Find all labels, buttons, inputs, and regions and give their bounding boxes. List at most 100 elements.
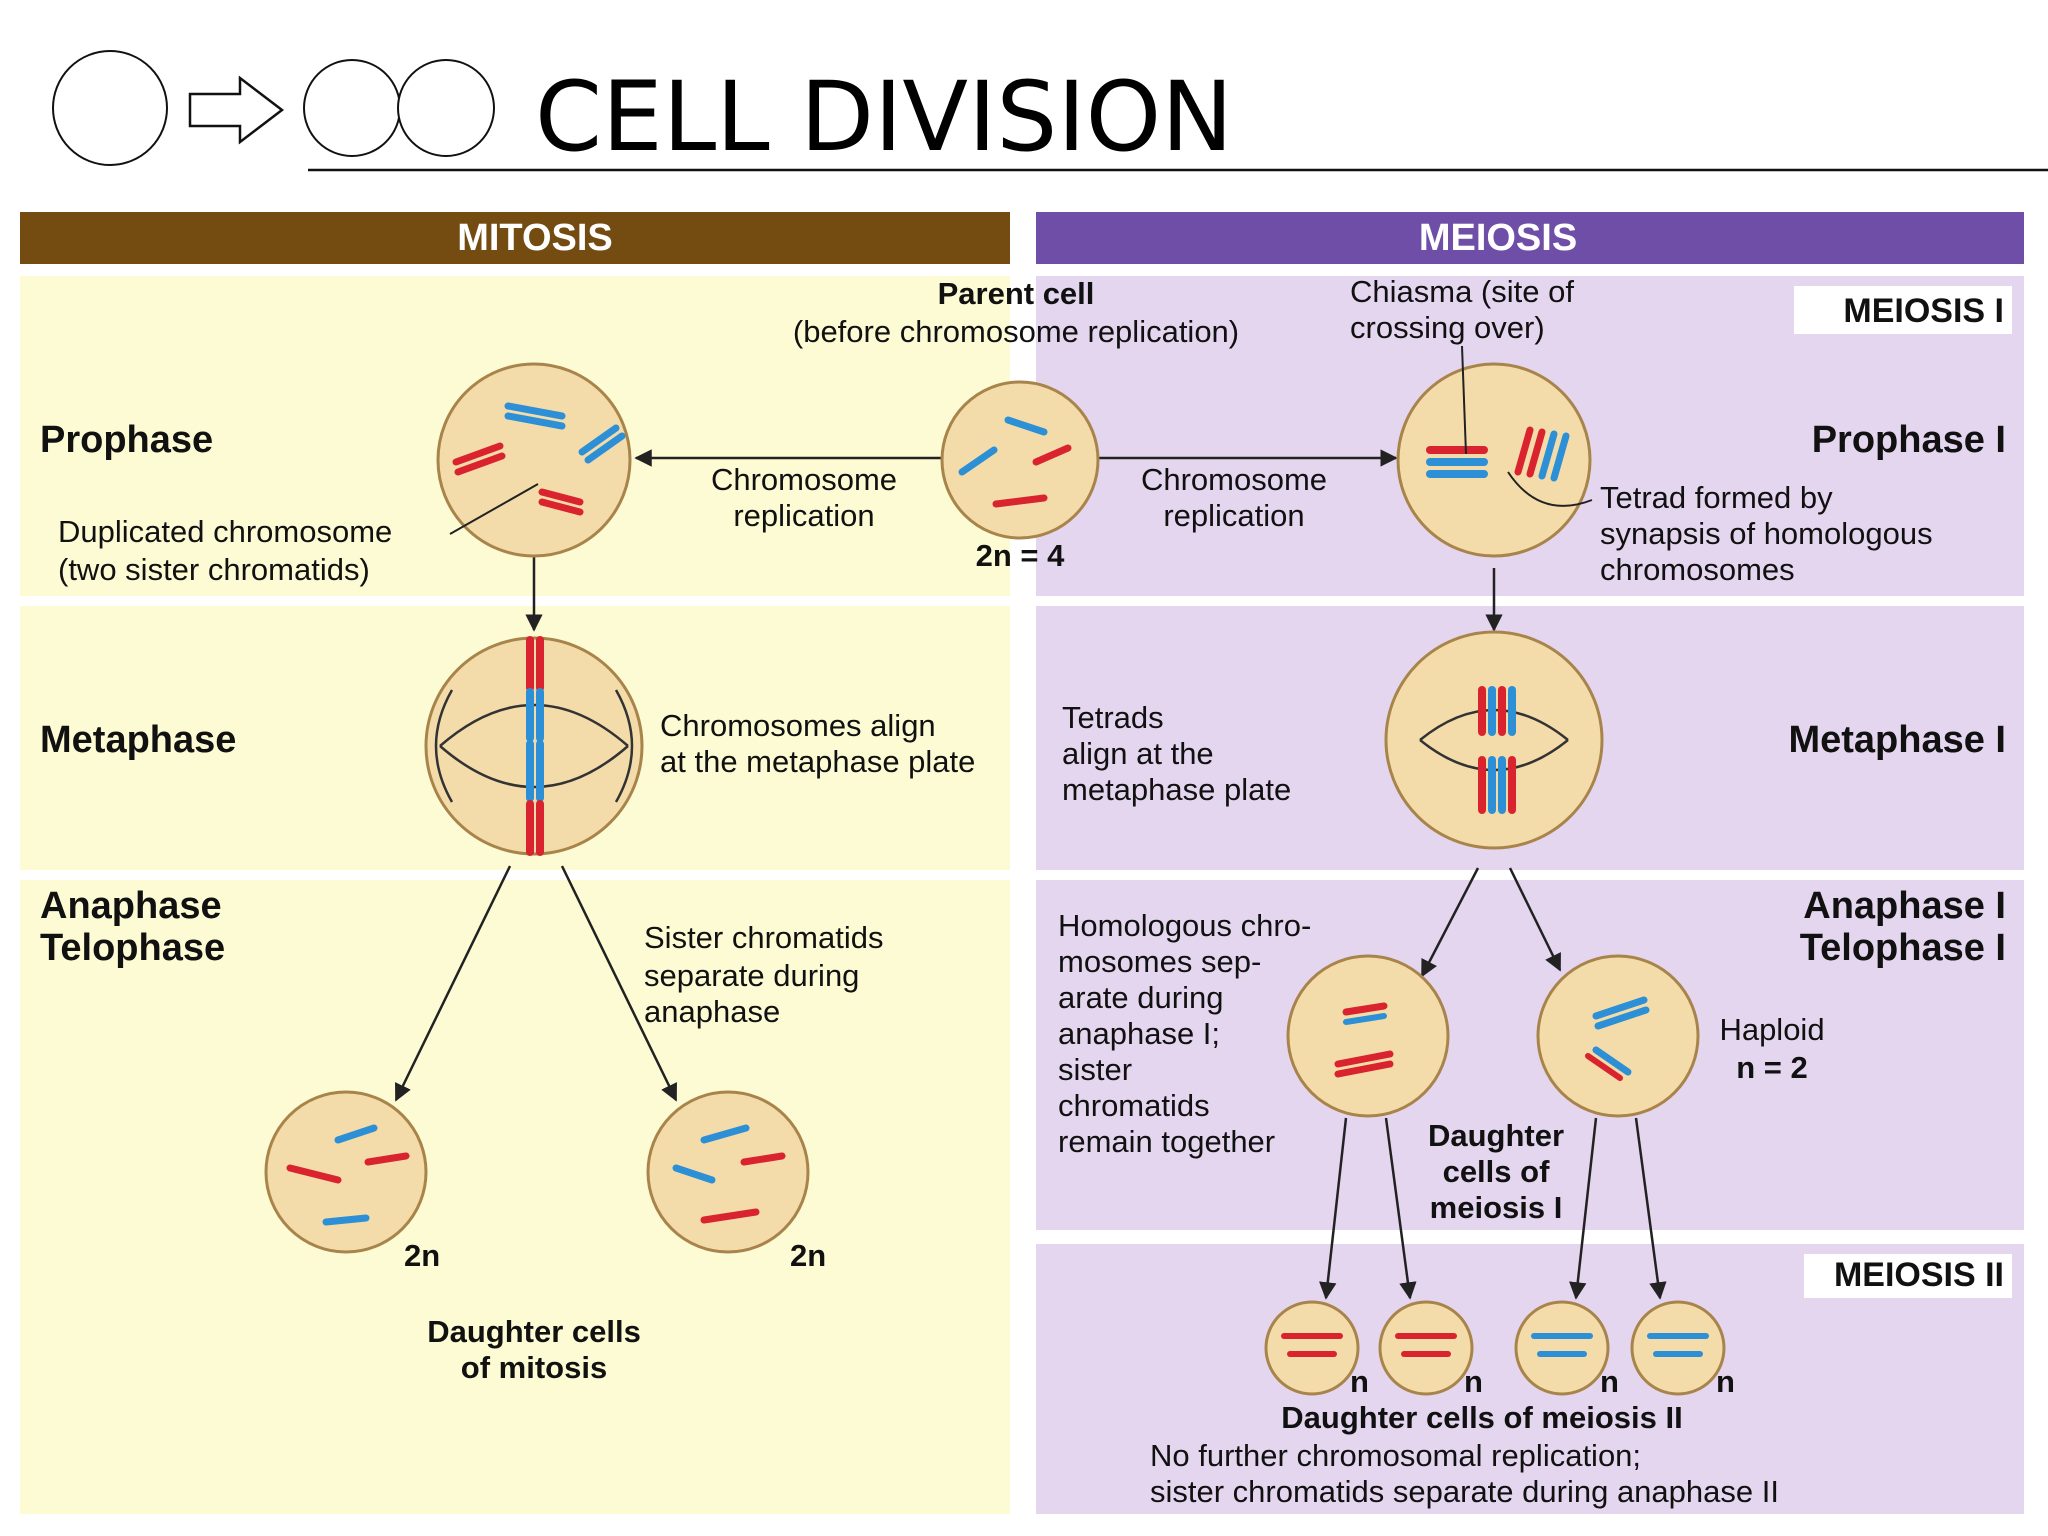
two-cells-icon-right [397,59,495,157]
meiosis2-daughter-3 [1514,1300,1610,1396]
chromosome [286,1164,342,1184]
haploid-line2: n = 2 [1736,1050,1808,1085]
chromosome [322,1214,370,1226]
daughter-meiosis1-line3: meiosis I [1430,1190,1563,1225]
meiosis-2-label-box [1804,1254,2012,1298]
mitosis-telophase-label: Telophase [40,927,225,969]
meiosis-anaphase1-label: Anaphase I [1803,885,2006,927]
tetrad-line2: synapsis of homologous [1600,516,1933,551]
two-cells-icon-left [303,59,401,157]
arrow-meiosis2-1 [1319,1117,1348,1300]
sister-separate-line2: separate during [644,958,859,993]
mitosis-daughter-left [264,1090,428,1254]
duplicated-label-line2: (two sister chromatids) [58,552,370,587]
tetrad-line3: chromosomes [1600,552,1795,587]
meiosis-prophase1-label: Prophase I [1812,419,2006,461]
chromosome [1538,430,1558,480]
mitosis-replication-line1: Chromosome [711,462,897,497]
meiosis-replication-line2: replication [1163,498,1304,533]
chromosomes-align-line1: Chromosomes align [660,708,936,743]
parent-cell [940,380,1100,540]
chromosome [364,1152,410,1166]
chromosome [1550,432,1570,482]
meiosis-1-label: MEIOSIS I [1843,292,2004,330]
mitosis-header-bar [20,212,1010,264]
daughters-mitosis-line1: Daughter cells [427,1314,641,1349]
chromosome [538,488,584,506]
meiosis-metaphase-cell [1384,630,1604,850]
chromosome [700,1208,760,1224]
duplicated-leader [449,483,539,535]
mitosis-prophase-cell [436,362,632,558]
meiosis-2-label: MEIOSIS II [1834,1256,2004,1294]
mitosis-daughter-left-ploidy: 2n [404,1238,440,1273]
meiosis-prophase-cell [1396,362,1592,558]
meiosis-1-label-box [1794,286,2012,334]
meiosis-panel-3 [1036,880,2024,1230]
chromosome [1032,444,1072,466]
mitosis-panel-3 [20,880,1010,1514]
chromosome [334,1124,378,1144]
arrow-meiosis2-4 [1634,1117,1667,1300]
mitosis-daughter-right [646,1090,810,1254]
chiasma-line1: Chiasma (site of [1350,274,1574,309]
homologous-line: Homologous chro- [1058,908,1311,943]
chromosome [1343,1013,1387,1025]
chromosome [1342,1002,1388,1016]
parent-ploidy: 2n = 4 [976,538,1066,573]
chromosome [538,498,584,516]
arrow-meiosis2-2 [1384,1117,1417,1300]
duplicated-label-line1: Duplicated chromosome [58,514,392,549]
meiosis2-daughter-4 [1630,1300,1726,1396]
chromosome [958,446,998,476]
daughters-mitosis-line2: of mitosis [461,1350,607,1385]
homologous-line: remain together [1058,1124,1275,1159]
tetrads-line1: Tetrads [1062,700,1164,735]
n-label-1: n [1350,1364,1369,1399]
title-icon-group [52,50,495,166]
page-title: CELL DIVISION [535,61,1233,173]
chiasma-leader [1461,345,1467,455]
chromosome [578,424,620,456]
chromosomes-align-line2: at the metaphase plate [660,744,975,779]
chromosome [1592,996,1648,1020]
parent-cell-subtitle: (before chromosome replication) [793,314,1239,349]
daughter-meiosis1-line1: Daughter [1428,1118,1564,1153]
haploid-line1: Haploid [1719,1012,1824,1047]
mitosis-header: MITOSIS [457,217,613,259]
homologous-line: chromatids [1058,1088,1210,1123]
chromosome [700,1124,750,1144]
meiosis1-daughter-left [1286,954,1450,1118]
arrow-meiosis2-3 [1569,1117,1598,1300]
meiosis-header-bar [1036,212,2024,264]
meiosis2-daughter-1 [1264,1300,1360,1396]
chromosome [504,412,566,430]
arrow-mitosis-to-left-daughter [394,865,512,1102]
homologous-line: anaphase I; [1058,1016,1220,1051]
chromosome [672,1164,716,1184]
mitosis-replication-line2: replication [733,498,874,533]
right-arrow-icon [188,75,285,145]
tetrad-line1: Tetrad formed by [1600,480,1833,515]
homologous-line: arate during [1058,980,1223,1015]
chromosome [1594,1006,1650,1030]
chiasma-line2: crossing over) [1350,310,1545,345]
footer-line1: No further chromosomal replication; [1150,1438,1641,1473]
mitosis-metaphase-label: Metaphase [40,719,236,761]
chromosome [1526,428,1546,478]
meiosis-header: MEIOSIS [1419,217,1577,259]
leader-lines [449,345,1593,535]
chromosomes [286,402,1709,1357]
chromosome [1592,1046,1632,1076]
chromosome [454,452,506,476]
mitosis-prophase-label: Prophase [40,419,213,461]
chromosome [1004,416,1048,436]
homologous-line: mosomes sep- [1058,944,1261,979]
tetrads-line2: align at the [1062,736,1214,771]
chromosome [992,494,1048,508]
footer-line2: sister chromatids separate during anapha… [1150,1474,1779,1509]
tetrads-line3: metaphase plate [1062,772,1291,807]
chromosome [1334,1060,1394,1078]
arrow-mitosis-to-right-daughter [560,865,678,1102]
